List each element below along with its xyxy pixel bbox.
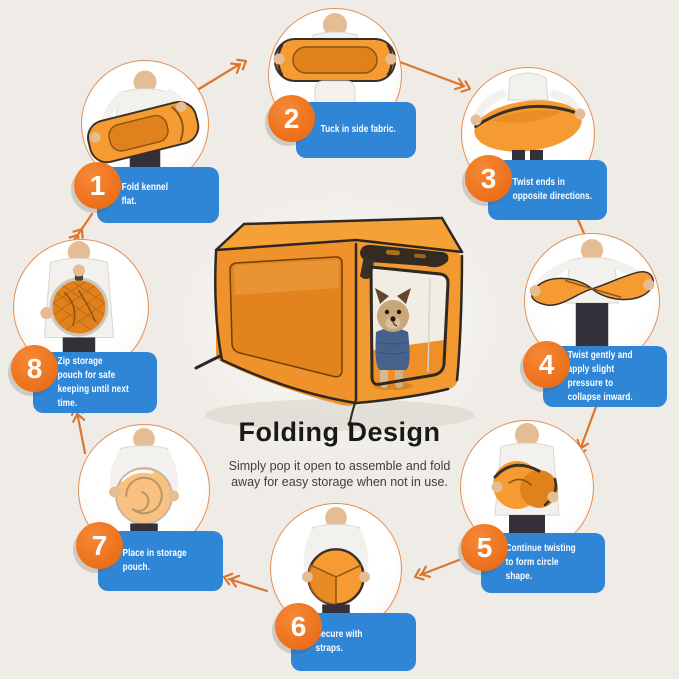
step-6-badge: 6 (275, 603, 322, 650)
rolled-door (360, 244, 449, 268)
step-7-badge: 7 (76, 522, 123, 569)
folded-circle-illustration (302, 506, 370, 634)
step-6-photo (270, 503, 402, 635)
fold-kennel-flat-illustration (87, 70, 200, 187)
step-5-badge: 5 (461, 524, 508, 571)
step-4-badge: 4 (523, 341, 570, 388)
step-6-label: Secure with straps. (315, 629, 363, 654)
mesh-window (229, 256, 343, 378)
step-8-label: Zip storage pouch for safe keeping until… (57, 355, 129, 409)
arrow-step6-to-step7 (222, 572, 269, 593)
arrow-step1-to-step2 (192, 58, 248, 94)
step-1-badge: 1 (74, 162, 121, 209)
page-title: Folding Design (238, 417, 441, 447)
step-5-label: Continue twisting to form circle shape. (505, 543, 576, 582)
dog-illustration (373, 288, 413, 390)
arrow-step2-to-step3 (398, 60, 472, 93)
page-subtitle: Simply pop it open to assemble and fold … (228, 459, 451, 489)
step-7-label: Place in storage pouch. (122, 548, 187, 573)
step-3-photo (461, 67, 595, 201)
step-5-photo (460, 420, 594, 554)
step-2-box: Tuck in side fabric. (296, 102, 416, 158)
step-3-label: Twist ends in opposite directions. (512, 177, 593, 202)
arrow-step5-to-step6 (413, 558, 461, 581)
storage-pouch-insert-illustration (109, 427, 179, 555)
step-3-badge: 3 (465, 155, 512, 202)
step-2-badge: 2 (268, 95, 315, 142)
strap (194, 354, 222, 370)
step-2-label: Tuck in side fabric. (320, 124, 396, 135)
step-8-badge: 8 (11, 345, 58, 392)
tuck-side-fabric-illustration (273, 13, 397, 141)
step-4-label: Twist gently and apply slight pressure t… (567, 349, 633, 403)
step-1-label: Fold kennel flat. (121, 182, 169, 207)
step-7-box: Place in storage pouch. (98, 531, 223, 591)
